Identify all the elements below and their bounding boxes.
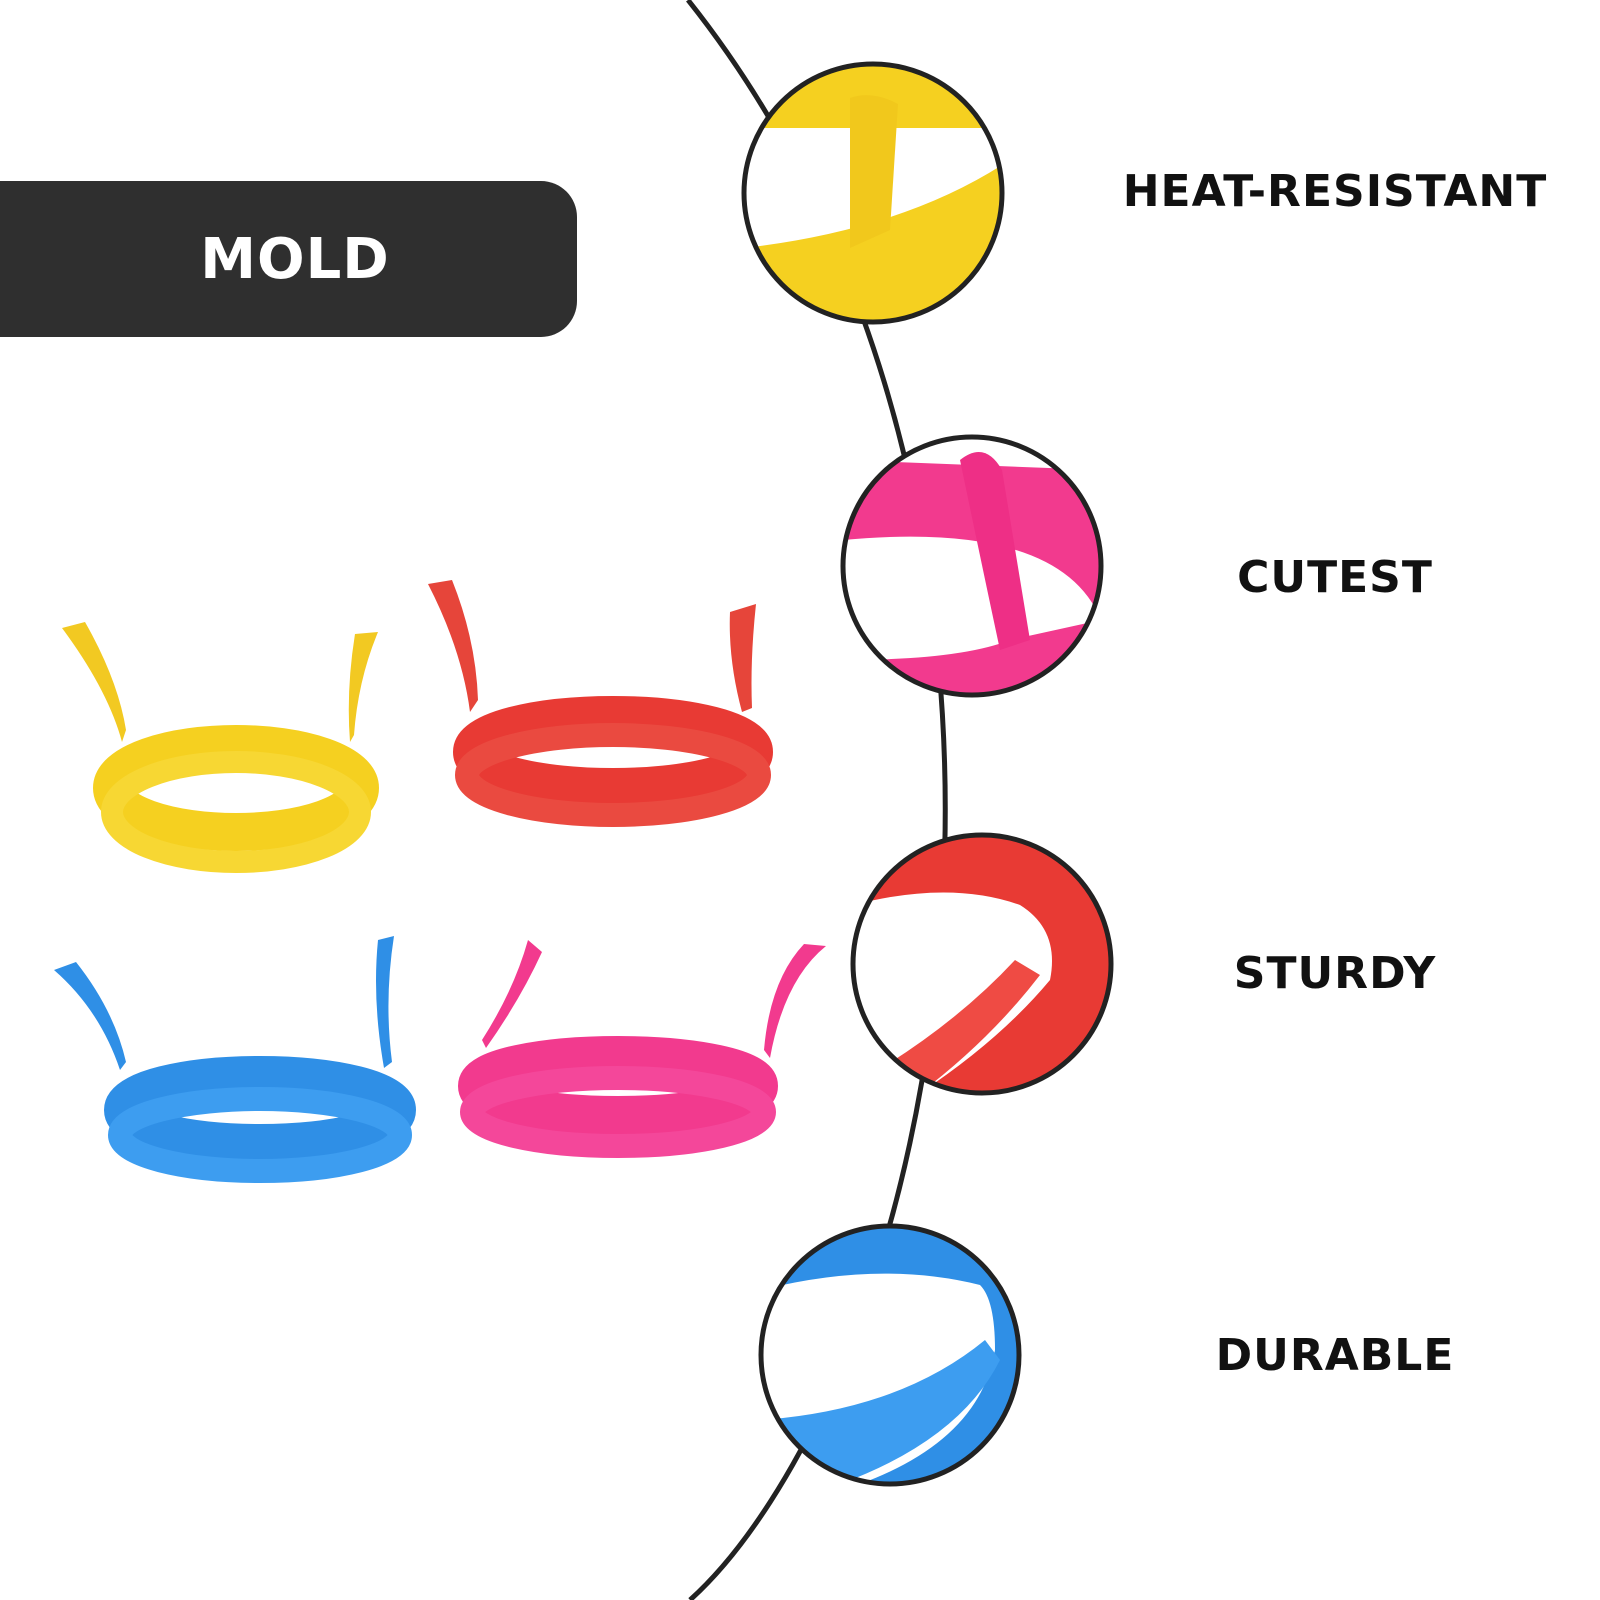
blue-egg-ring bbox=[54, 936, 416, 1183]
zoom-circle-heat-resistant bbox=[741, 61, 1005, 325]
yellow-egg-ring bbox=[62, 622, 379, 873]
feature-label-heat-resistant: HEAT-RESISTANT bbox=[1122, 166, 1548, 217]
feature-label-durable: DURABLE bbox=[1215, 1330, 1455, 1381]
pink-egg-ring bbox=[458, 940, 826, 1158]
zoom-circle-sturdy bbox=[850, 832, 1114, 1096]
zoom-circle-durable bbox=[758, 1223, 1022, 1487]
banner-title: MOLD bbox=[200, 226, 390, 292]
zoom-circle-cutest bbox=[840, 434, 1104, 698]
red-egg-ring bbox=[428, 580, 773, 827]
title-banner: MOLD bbox=[0, 181, 577, 337]
feature-label-sturdy: STURDY bbox=[1233, 948, 1437, 999]
feature-label-cutest: CUTEST bbox=[1237, 552, 1433, 603]
